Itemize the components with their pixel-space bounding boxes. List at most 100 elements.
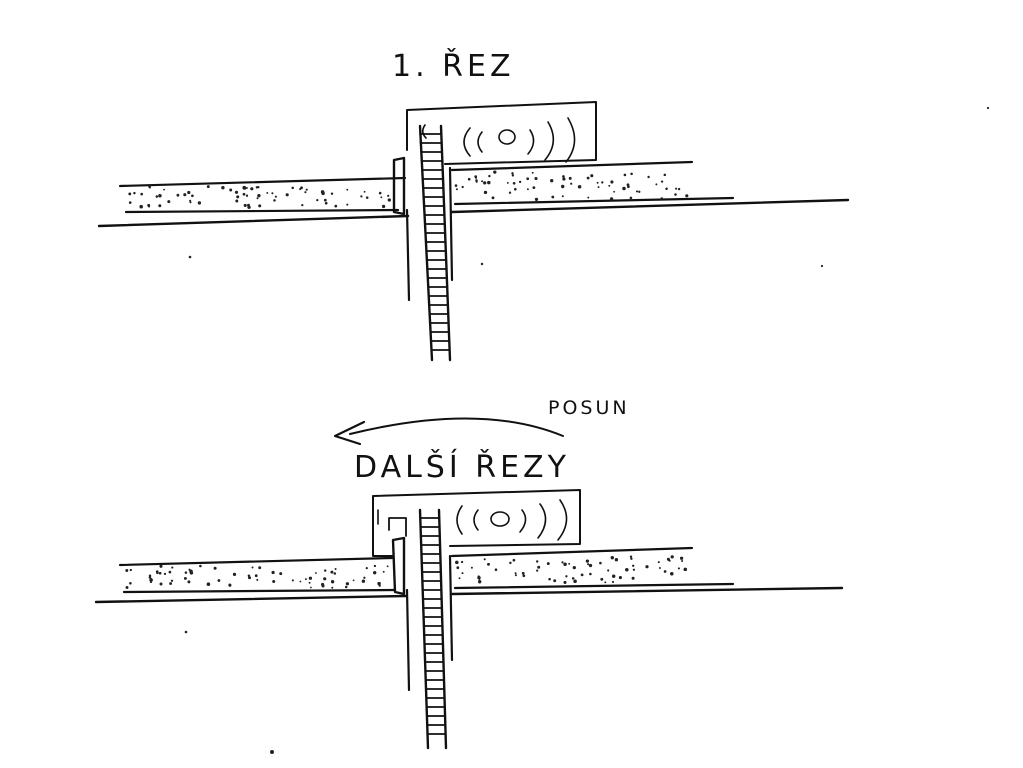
ground-line-left bbox=[94, 594, 408, 604]
aggregate-dot bbox=[467, 177, 471, 181]
aggregate-dot bbox=[159, 582, 163, 586]
blade-guide-left bbox=[405, 588, 411, 692]
aggregate-dot bbox=[254, 574, 258, 578]
aggregate-dot bbox=[631, 576, 635, 580]
aggregate-dot bbox=[373, 571, 377, 575]
aggregate-dot bbox=[522, 574, 526, 578]
aggregate-dot bbox=[291, 579, 294, 582]
aggregate-dot bbox=[629, 196, 633, 200]
ground-line-left bbox=[97, 214, 410, 228]
aggregate-dot bbox=[526, 188, 529, 191]
aggregate-dot bbox=[125, 586, 129, 589]
label-next-cuts: DALŠÍ ŘEZY bbox=[354, 448, 570, 485]
aggregate-dot bbox=[176, 193, 180, 197]
aggregate-dot bbox=[183, 576, 187, 580]
aggregate-dot bbox=[125, 569, 129, 572]
aggregate-dot bbox=[308, 576, 313, 580]
aggregate-dot bbox=[534, 176, 538, 181]
aggregate-dot bbox=[613, 190, 616, 193]
aggregate-dot bbox=[623, 173, 627, 177]
aggregate-dot bbox=[670, 555, 674, 559]
aggregate-dot bbox=[148, 186, 151, 189]
aggregate-dot bbox=[597, 186, 600, 189]
aggregate-dot bbox=[235, 199, 239, 203]
aggregate-dot bbox=[346, 188, 349, 191]
aggregate-dot bbox=[618, 576, 622, 580]
aggregate-dot bbox=[236, 195, 240, 199]
aggregate-dot bbox=[314, 572, 317, 574]
aggregate-dot bbox=[518, 180, 522, 184]
aggregate-dot bbox=[321, 191, 325, 196]
aggregate-dot bbox=[363, 190, 366, 193]
aggregate-dot bbox=[562, 175, 565, 178]
aggregate-dot bbox=[599, 561, 602, 565]
aggregate-dot bbox=[609, 197, 614, 201]
aggregate-dot bbox=[272, 579, 276, 584]
aggregate-dot bbox=[461, 185, 464, 189]
aggregate-dot bbox=[310, 586, 312, 589]
aggregate-dot bbox=[577, 185, 582, 189]
aggregate-dot bbox=[481, 180, 484, 183]
aggregate-dot bbox=[627, 185, 630, 189]
aggregate-dot bbox=[129, 582, 132, 585]
aggregate-dot bbox=[169, 582, 173, 585]
aggregate-dot bbox=[199, 564, 202, 568]
aggregate-dot bbox=[258, 566, 262, 570]
aggregate-dot bbox=[587, 563, 590, 566]
aggregate-dot bbox=[553, 579, 557, 583]
ground-line-right bbox=[450, 198, 850, 214]
aggregate-dot bbox=[625, 568, 629, 572]
aggregate-dot bbox=[511, 174, 515, 177]
aggregate-dot bbox=[456, 566, 460, 570]
aggregate-dot bbox=[455, 560, 459, 565]
aggregate-dot bbox=[381, 204, 386, 209]
aggregate-dot bbox=[508, 191, 512, 194]
slab-right-top-edge bbox=[450, 160, 694, 172]
aggregate-dot bbox=[245, 187, 248, 189]
aggregate-dot bbox=[128, 192, 132, 196]
aggregate-dot bbox=[388, 199, 391, 202]
aggregate-dot bbox=[655, 183, 658, 186]
aggregate-dot bbox=[167, 200, 171, 204]
aggregate-dot bbox=[373, 564, 377, 568]
aggregate-dot bbox=[271, 570, 275, 575]
aggregate-dot bbox=[217, 579, 221, 582]
aggregate-dot bbox=[323, 569, 327, 572]
aggregate-dot bbox=[488, 174, 491, 178]
aggregate-dot bbox=[565, 575, 568, 578]
aggregate-dot bbox=[273, 199, 276, 202]
scan-specks bbox=[184, 106, 990, 754]
aggregate-dot bbox=[568, 562, 571, 565]
aggregate-dot bbox=[561, 184, 565, 189]
aggregate-dot bbox=[305, 188, 308, 191]
aggregate-dot bbox=[632, 564, 635, 567]
aggregate-dot bbox=[387, 194, 390, 197]
aggregate-dot bbox=[149, 578, 153, 582]
aggregate-dot bbox=[477, 576, 481, 580]
aggregate-dot bbox=[206, 582, 211, 586]
aggregate-dot bbox=[474, 176, 478, 179]
aggregate-dot bbox=[229, 188, 233, 192]
aggregate-dot bbox=[247, 576, 252, 580]
saw-blade bbox=[418, 124, 452, 362]
diagram-next-cuts: DALŠÍ ŘEZY bbox=[94, 448, 844, 750]
aggregate-dot bbox=[163, 572, 167, 576]
aggregate-dot bbox=[663, 173, 667, 177]
aggregate-dot bbox=[580, 573, 584, 577]
aggregate-dot bbox=[129, 568, 132, 572]
concrete-aggregate-dots bbox=[125, 555, 688, 589]
aggregate-dot bbox=[550, 179, 554, 183]
aggregate-dot bbox=[657, 561, 660, 564]
aggregate-dot bbox=[149, 575, 152, 578]
aggregate-dot bbox=[158, 194, 162, 198]
aggregate-dot bbox=[184, 571, 188, 574]
aggregate-dot bbox=[563, 580, 567, 584]
slab-right-bottom-edge bbox=[453, 196, 735, 206]
aggregate-dot bbox=[526, 177, 530, 181]
aggregate-dot bbox=[611, 580, 615, 584]
aggregate-dot bbox=[256, 197, 259, 200]
aggregate-dot bbox=[666, 557, 670, 561]
aggregate-dot bbox=[188, 568, 191, 571]
aggregate-dot bbox=[475, 180, 478, 183]
aggregate-dot bbox=[607, 569, 610, 572]
